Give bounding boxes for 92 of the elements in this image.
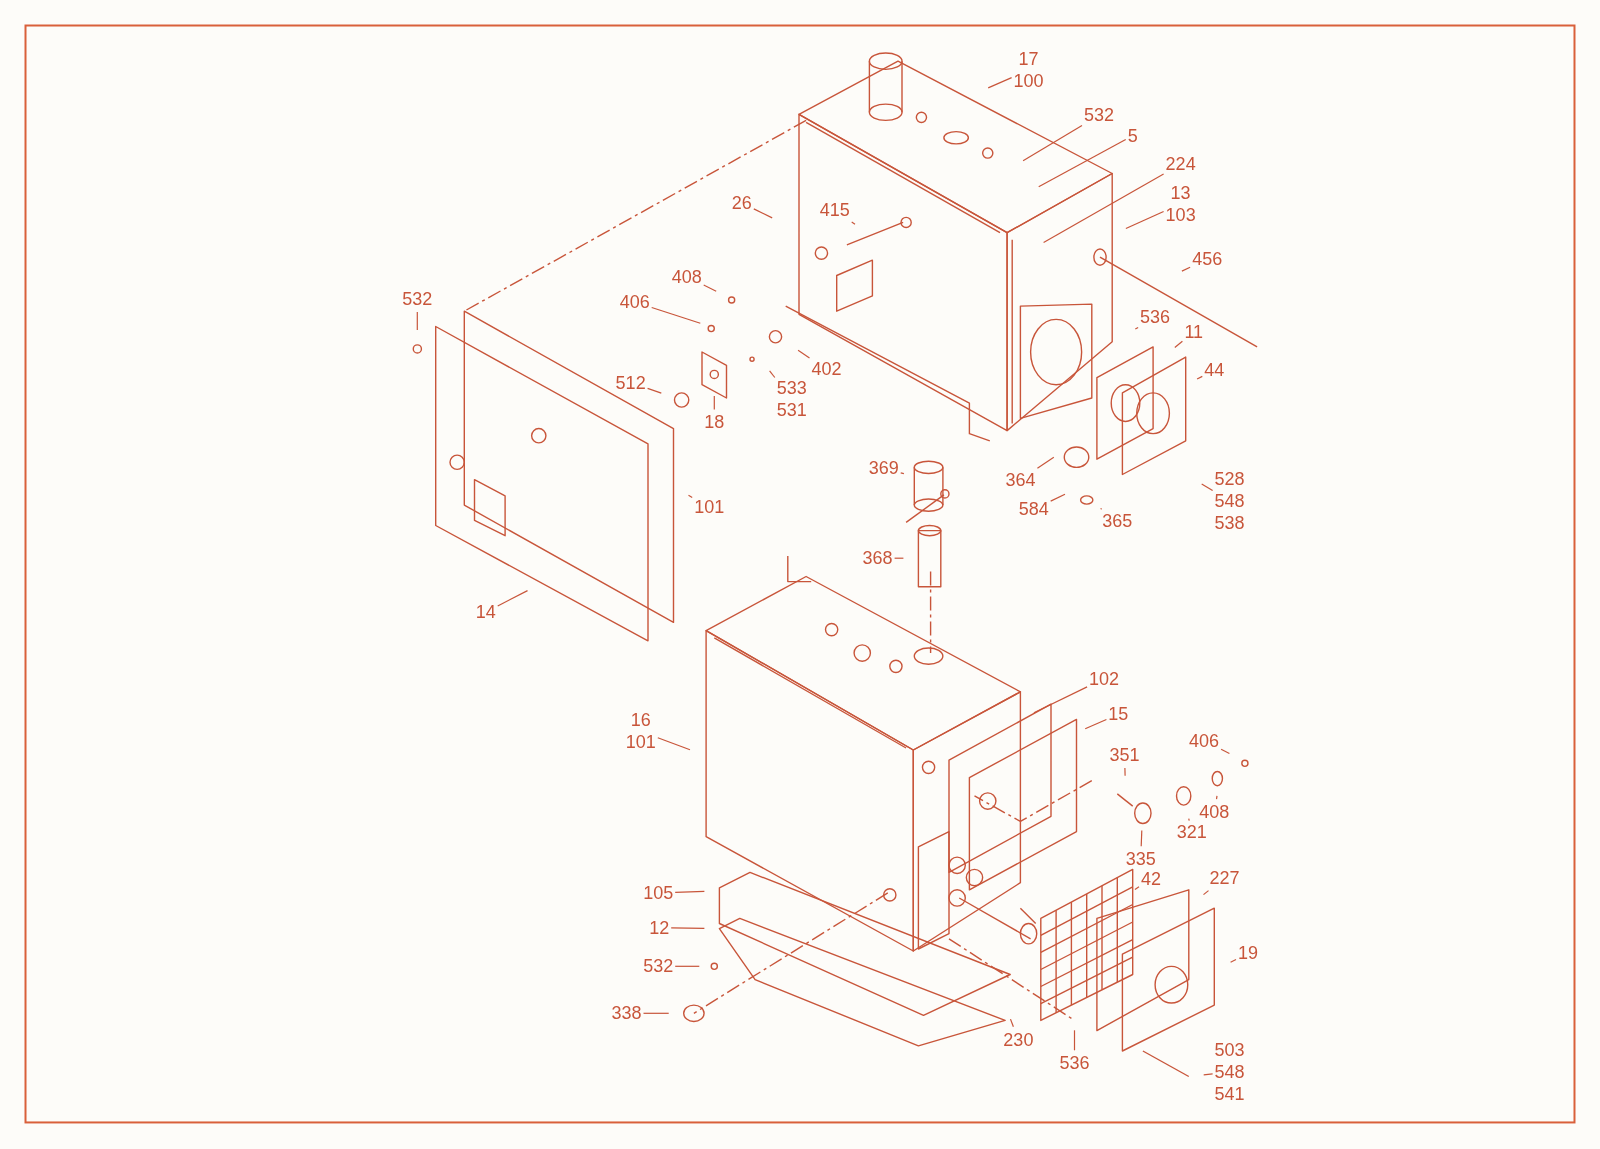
callout-number: 101 — [625, 731, 656, 754]
leader-line — [1125, 210, 1165, 230]
leader-line — [987, 77, 1013, 89]
leader-line — [497, 590, 529, 607]
leader-line — [1215, 795, 1218, 800]
leader-line — [687, 494, 693, 498]
callout-number: 105 — [643, 881, 674, 904]
callout-number: 17 — [1018, 48, 1039, 71]
leader-line — [1174, 340, 1183, 349]
callout-number: 26 — [731, 192, 752, 215]
leader-line — [713, 395, 715, 410]
leader-line — [1022, 124, 1083, 162]
callout-number: 16 — [630, 709, 651, 732]
leader-line — [1188, 818, 1190, 822]
leader-line — [1220, 748, 1230, 755]
callout-number: 230 — [1003, 1028, 1034, 1051]
callout-number: 548 — [1214, 489, 1245, 512]
callout-number: 5 — [1127, 124, 1138, 147]
callout-number: 11 — [1184, 320, 1204, 343]
callout-number: 365 — [1102, 510, 1133, 533]
callout-number: 12 — [649, 916, 670, 939]
leader-line — [851, 221, 856, 225]
callout-number: 13 — [1170, 181, 1191, 204]
callout-number: 541 — [1214, 1083, 1245, 1105]
callout-number: 548 — [1214, 1061, 1245, 1083]
leader-line — [1100, 507, 1103, 510]
callout-number: 406 — [1189, 729, 1220, 752]
leader-line — [1230, 958, 1237, 963]
leader-line — [674, 965, 700, 967]
leader-line — [1124, 767, 1126, 777]
leader-line — [674, 890, 705, 893]
leader-line — [1134, 326, 1139, 330]
callout-number: 456 — [1192, 248, 1223, 271]
callout-number: 533 — [776, 376, 807, 399]
leader-line — [753, 208, 773, 219]
leader-line — [1203, 1073, 1214, 1076]
callout-number: 227 — [1209, 866, 1240, 889]
callout-number: 536 — [1059, 1052, 1090, 1075]
callout-number: 338 — [611, 1002, 642, 1025]
leader-line — [1050, 493, 1066, 502]
callout-number: 531 — [776, 398, 807, 421]
callout-number: 408 — [671, 265, 702, 288]
leader-line — [657, 737, 691, 751]
leader-line — [1009, 1018, 1014, 1028]
leader-line — [1033, 686, 1088, 714]
callout-number: 102 — [1089, 667, 1120, 690]
leader-line — [1181, 266, 1191, 272]
callout-number: 402 — [811, 358, 842, 381]
leader-line — [894, 557, 904, 559]
leader-line — [1043, 173, 1165, 244]
leader-line — [651, 306, 701, 324]
callout-number: 103 — [1165, 203, 1196, 226]
callout-number: 415 — [819, 199, 850, 222]
leader-line — [1036, 456, 1055, 469]
callout-number: 224 — [1165, 153, 1196, 176]
callout-number: 532 — [402, 287, 433, 310]
callout-number: 364 — [1005, 468, 1036, 491]
callout-number: 584 — [1018, 498, 1049, 521]
callout-number: 368 — [862, 547, 893, 570]
callout-number: 19 — [1237, 942, 1258, 965]
leader-line — [797, 349, 811, 359]
callout-number: 536 — [1140, 306, 1171, 329]
leader-line — [1073, 1029, 1076, 1051]
callout-number: 512 — [615, 371, 646, 394]
leader-line — [1038, 138, 1127, 188]
leader-line — [1202, 890, 1210, 896]
leader-line — [1084, 718, 1107, 730]
callout-number: 532 — [643, 955, 674, 978]
callout-number: 14 — [475, 601, 496, 624]
leader-line — [769, 370, 776, 379]
leader-line — [416, 311, 418, 331]
callout-number: 15 — [1108, 703, 1129, 726]
leader-line — [703, 284, 717, 292]
leader-line — [1196, 375, 1203, 380]
leader-line — [1134, 886, 1140, 891]
callout-number: 406 — [619, 291, 650, 314]
leader-line — [900, 472, 905, 475]
leader-line — [642, 1012, 670, 1014]
leader-line — [670, 927, 705, 929]
callout-number: 18 — [704, 411, 725, 434]
callout-number: 538 — [1214, 511, 1245, 534]
callout-number: 532 — [1083, 104, 1114, 127]
leader-line — [1140, 830, 1143, 847]
callout-number: 528 — [1214, 467, 1245, 490]
leader-line — [1201, 483, 1214, 492]
callout-number: 100 — [1013, 70, 1044, 93]
callout-number: 101 — [694, 496, 725, 519]
callout-number: 503 — [1214, 1039, 1245, 1061]
leader-line — [647, 387, 662, 394]
callout-number: 369 — [868, 457, 899, 480]
callout-number: 44 — [1204, 359, 1225, 382]
callout-number: 351 — [1109, 744, 1140, 767]
